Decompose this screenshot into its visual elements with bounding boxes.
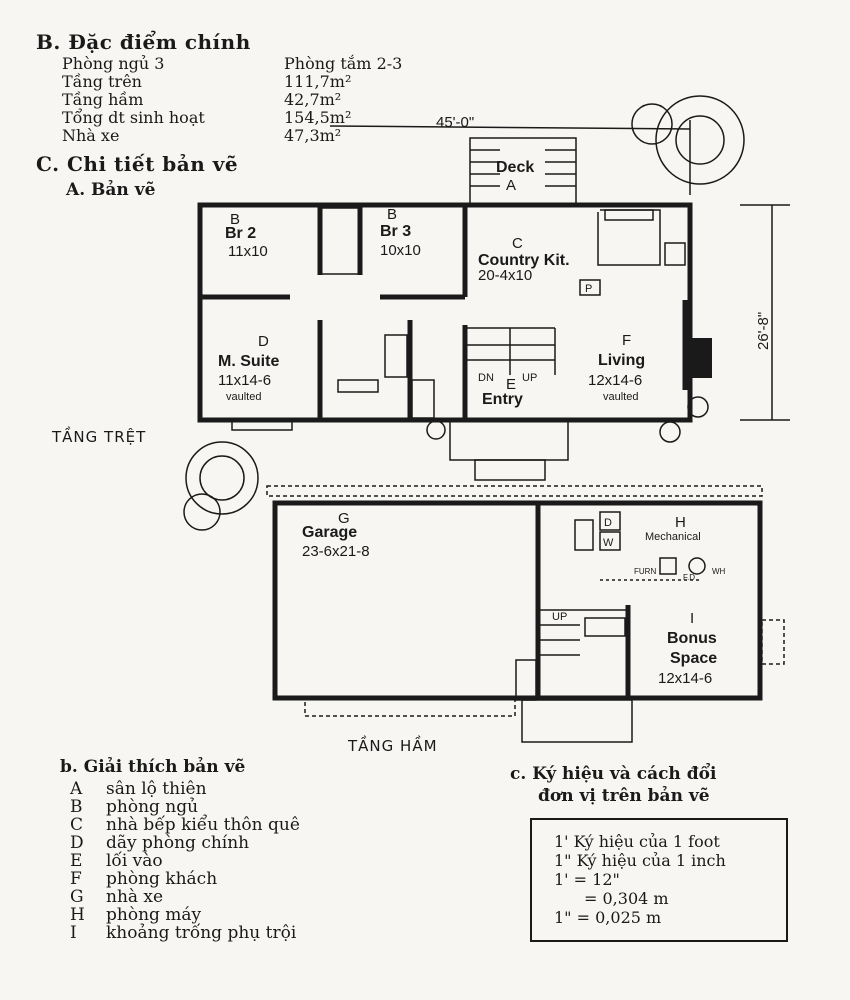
drawing-subheading: A. Bản vẽ <box>66 180 156 200</box>
width-dim-label: 45'-0" <box>436 114 474 131</box>
depth-dim-label: 26'-8" <box>755 312 772 350</box>
svg-text:I: I <box>690 610 694 627</box>
basement-stair-up: UP <box>552 611 567 623</box>
conversion-line: 1" = 0,025 m <box>554 908 662 927</box>
room-kitchen: C Country Kit. 20-4x10 P <box>478 235 592 295</box>
conversion-line: 1' = 12" <box>554 870 620 889</box>
svg-text:B: B <box>230 211 240 228</box>
svg-text:10x10: 10x10 <box>380 242 421 259</box>
svg-text:Br 2: Br 2 <box>225 225 256 242</box>
conversion-line: 1" Ký hiệu của 1 inch <box>554 851 726 870</box>
svg-text:Entry: Entry <box>482 391 523 408</box>
svg-text:11x14-6: 11x14-6 <box>218 372 271 389</box>
svg-text:F: F <box>622 332 631 349</box>
drawing-heading: C. Chi tiết bản vẽ <box>36 152 239 176</box>
svg-text:H: H <box>675 514 686 531</box>
svg-text:UP: UP <box>522 372 537 384</box>
svg-text:C: C <box>512 235 523 252</box>
room-entry: DN UP E Entry <box>478 372 537 408</box>
svg-text:FURN: FURN <box>634 567 656 576</box>
svg-text:Garage: Garage <box>302 524 357 541</box>
ground-floor-label: TẦNG TRỆT <box>52 428 147 446</box>
ground-floor-walls <box>197 202 712 481</box>
legend-heading: b. Giải thích bản vẽ <box>60 757 246 777</box>
depth-dimension: 26'-8" <box>740 204 790 421</box>
svg-text:W: W <box>603 537 614 549</box>
svg-text:Br 3: Br 3 <box>380 223 411 240</box>
room-living: F Living 12x14-6 vaulted <box>588 332 645 403</box>
svg-text:B: B <box>387 206 397 223</box>
svg-text:DN: DN <box>478 372 494 384</box>
svg-text:12x14-6: 12x14-6 <box>588 372 642 389</box>
svg-text:M. Suite: M. Suite <box>218 353 279 370</box>
svg-text:P: P <box>585 283 592 295</box>
conversion-heading-2: đơn vị trên bản vẽ <box>538 786 710 806</box>
svg-text:D: D <box>604 517 612 529</box>
basement-walls <box>266 485 785 743</box>
svg-text:11x10: 11x10 <box>228 243 268 260</box>
deck: Deck A <box>469 137 577 207</box>
conversion-line: = 0,304 m <box>584 889 669 908</box>
svg-text:Mechanical: Mechanical <box>645 531 701 543</box>
svg-text:A: A <box>506 177 516 194</box>
specs-heading: B. Đặc điểm chính <box>36 30 251 54</box>
svg-text:F.D: F.D <box>683 573 695 582</box>
svg-text:Living: Living <box>598 352 645 369</box>
svg-text:E: E <box>506 376 516 393</box>
svg-text:Space: Space <box>670 650 717 667</box>
room-mechanical: H Mechanical D W FURN WH F.D <box>603 514 726 582</box>
conversion-line: 1' Ký hiệu của 1 foot <box>554 832 720 851</box>
svg-text:vaulted: vaulted <box>603 391 638 403</box>
svg-text:23-6x21-8: 23-6x21-8 <box>302 543 370 560</box>
conversion-heading-1: c. Ký hiệu và cách đổi <box>510 764 717 784</box>
svg-text:vaulted: vaulted <box>226 391 261 403</box>
svg-text:Bonus: Bonus <box>667 630 717 647</box>
svg-text:20-4x10: 20-4x10 <box>478 267 532 284</box>
svg-text:D: D <box>258 333 269 350</box>
svg-text:12x14-6: 12x14-6 <box>658 670 712 687</box>
room-br2: B Br 2 11x10 <box>225 211 268 260</box>
room-bonus: I Bonus Space 12x14-6 <box>658 610 717 687</box>
room-suite: D M. Suite 11x14-6 vaulted <box>218 333 279 403</box>
basement-label: TẦNG HẦM <box>348 737 438 755</box>
conversion-box: 1' Ký hiệu của 1 foot 1" Ký hiệu của 1 i… <box>530 818 788 942</box>
room-br3: B Br 3 10x10 <box>380 206 421 259</box>
svg-text:G: G <box>338 510 350 527</box>
svg-text:Country Kit.: Country Kit. <box>478 252 570 269</box>
tree-icon <box>183 95 745 531</box>
svg-text:Deck: Deck <box>496 159 534 176</box>
svg-text:WH: WH <box>712 567 726 576</box>
room-garage: G Garage 23-6x21-8 <box>302 510 370 560</box>
